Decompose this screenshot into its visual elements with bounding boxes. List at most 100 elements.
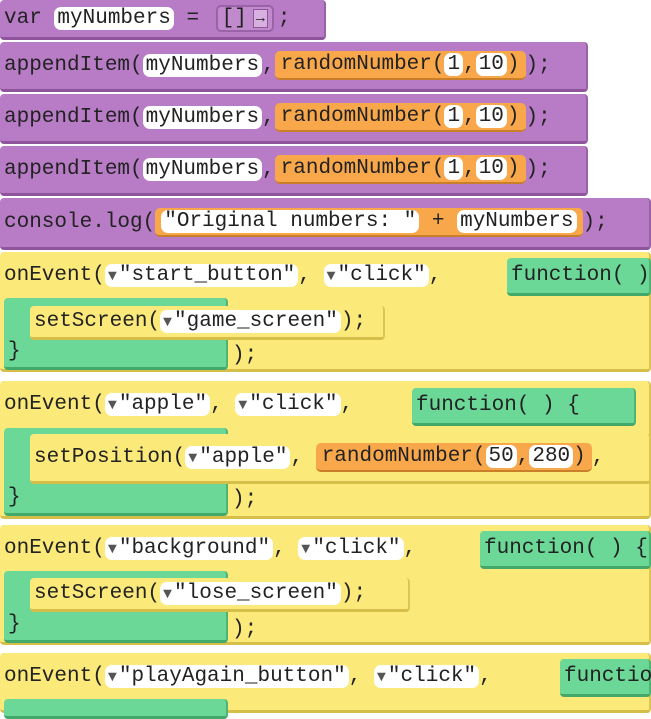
event-dropdown[interactable]: ▼"click" <box>323 264 429 287</box>
function-block[interactable]: function( ) { <box>480 531 651 569</box>
dropdown-triangle-icon: ▼ <box>326 268 336 285</box>
variable-field[interactable]: myNumbers <box>142 158 263 181</box>
comma: , <box>479 665 505 688</box>
number-field[interactable]: 280 <box>529 445 574 468</box>
function-name: setScreen( <box>34 582 161 605</box>
function-name: onEvent( <box>4 393 105 416</box>
append-item-block[interactable]: appendItem(myNumbers, randomNumber(1,10)… <box>0 94 588 144</box>
element-dropdown[interactable]: ▼"apple" <box>185 446 291 469</box>
statement-end: ); <box>525 54 551 77</box>
comma: , <box>262 106 275 129</box>
screen-dropdown[interactable]: ▼"lose_screen" <box>160 582 341 605</box>
variable-name-field[interactable]: myNumbers <box>54 7 174 30</box>
function-keyword: function( ) { <box>484 537 648 560</box>
close-brace: } <box>8 613 21 636</box>
concat-block[interactable]: "Original numbers: " + myNumbers <box>155 208 583 237</box>
random-number-block[interactable]: randomNumber(50,280) <box>315 443 592 472</box>
number-field[interactable]: 1 <box>444 53 464 76</box>
function-block[interactable]: function( ) { <box>412 388 636 426</box>
var-declaration-block[interactable]: var myNumbers = []→ ; <box>0 0 326 40</box>
function-name: setScreen( <box>34 310 161 333</box>
equals-sign: = <box>173 7 212 30</box>
append-item-block[interactable]: appendItem(myNumbers, randomNumber(1,10)… <box>0 42 588 92</box>
target-dropdown[interactable]: ▼"playAgain_button" <box>104 665 349 688</box>
function-name: onEvent( <box>4 537 105 560</box>
number-field[interactable]: 10 <box>475 157 507 180</box>
close-brace: } <box>8 340 21 363</box>
number-field[interactable]: 1 <box>444 105 464 128</box>
dropdown-triangle-icon: ▼ <box>376 669 386 686</box>
function-block[interactable]: functio <box>560 659 651 697</box>
variable-field[interactable]: myNumbers <box>457 210 577 233</box>
comma: , <box>428 264 454 287</box>
target-dropdown[interactable]: ▼"apple" <box>104 393 211 416</box>
comma: , <box>298 264 324 287</box>
dropdown-triangle-icon: ▼ <box>163 586 173 603</box>
random-number-block[interactable]: randomNumber(1,10) <box>274 155 526 184</box>
close-paren: ); <box>232 344 258 367</box>
random-number-block[interactable]: randomNumber(1,10) <box>274 51 526 80</box>
append-item-block[interactable]: appendItem(myNumbers, randomNumber(1,10)… <box>0 146 588 196</box>
comma: , <box>463 105 476 128</box>
close-paren: ); <box>232 488 258 511</box>
target-dropdown[interactable]: ▼"background" <box>104 537 274 560</box>
target-value: "playAgain_button" <box>118 665 346 688</box>
paren: ) <box>506 53 520 76</box>
element-value: "apple" <box>199 446 288 469</box>
variable-field[interactable]: myNumbers <box>142 106 263 129</box>
screen-dropdown[interactable]: ▼"game_screen" <box>160 310 341 333</box>
set-position-block[interactable]: setPosition(▼"apple", randomNumber(50,28… <box>30 434 651 484</box>
array-literal-block[interactable]: [] → <box>215 5 274 32</box>
event-dropdown[interactable]: ▼"click" <box>373 665 480 688</box>
event-value: "click" <box>249 393 338 416</box>
target-value: "start_button" <box>118 264 296 287</box>
statement-end: ); <box>525 106 551 129</box>
number-field[interactable]: 1 <box>444 157 464 180</box>
close-paren: ); <box>232 618 258 641</box>
dropdown-triangle-icon: ▼ <box>238 397 248 414</box>
dropdown-triangle-icon: ▼ <box>188 450 198 467</box>
dropdown-triangle-icon: ▼ <box>163 314 173 331</box>
target-value: "apple" <box>118 393 208 416</box>
function-name: randomNumber( <box>321 445 486 468</box>
dropdown-triangle-icon: ▼ <box>107 541 117 558</box>
comma: , <box>348 665 374 688</box>
dropdown-triangle-icon: ▼ <box>107 669 117 686</box>
paren: ) <box>506 105 520 128</box>
function-name: randomNumber( <box>280 53 445 76</box>
number-field[interactable]: 10 <box>475 105 507 128</box>
dropdown-triangle-icon: ▼ <box>107 268 117 285</box>
set-screen-block[interactable]: setScreen(▼"lose_screen"); <box>30 578 410 612</box>
statement-end: ); <box>340 582 367 605</box>
target-dropdown[interactable]: ▼"start_button" <box>104 264 299 287</box>
function-name: appendItem( <box>4 158 143 181</box>
event-dropdown[interactable]: ▼"click" <box>235 393 341 416</box>
comma: , <box>340 393 366 416</box>
arrow-right-icon[interactable]: → <box>252 9 268 28</box>
screen-value: "lose_screen" <box>174 582 338 605</box>
dropdown-triangle-icon: ▼ <box>301 541 311 558</box>
comma: , <box>516 445 530 468</box>
number-field[interactable]: 50 <box>485 445 517 468</box>
function-keyword: function( ) <box>511 264 650 287</box>
function-block[interactable]: function( ) <box>507 258 651 296</box>
function-body <box>4 699 228 719</box>
comma: , <box>463 53 476 76</box>
function-keyword: functio <box>564 665 651 688</box>
set-screen-block[interactable]: setScreen(▼"game_screen"); <box>30 306 385 340</box>
console-log-block[interactable]: console.log( "Original numbers: " + myNu… <box>0 198 651 250</box>
string-field[interactable]: "Original numbers: " <box>161 210 420 233</box>
function-name: appendItem( <box>4 54 143 77</box>
function-name: setPosition( <box>34 446 186 469</box>
function-name: console.log( <box>4 211 156 234</box>
event-dropdown[interactable]: ▼"click" <box>298 537 404 560</box>
array-literal: [] <box>221 7 247 30</box>
variable-field[interactable]: myNumbers <box>142 54 263 77</box>
number-field[interactable]: 10 <box>475 53 507 76</box>
comma: , <box>210 393 236 416</box>
random-number-block[interactable]: randomNumber(1,10) <box>274 103 526 132</box>
target-value: "background" <box>118 537 271 560</box>
semicolon: ; <box>277 7 291 30</box>
plus-operator: + <box>419 210 458 233</box>
screen-value: "game_screen" <box>174 310 338 333</box>
